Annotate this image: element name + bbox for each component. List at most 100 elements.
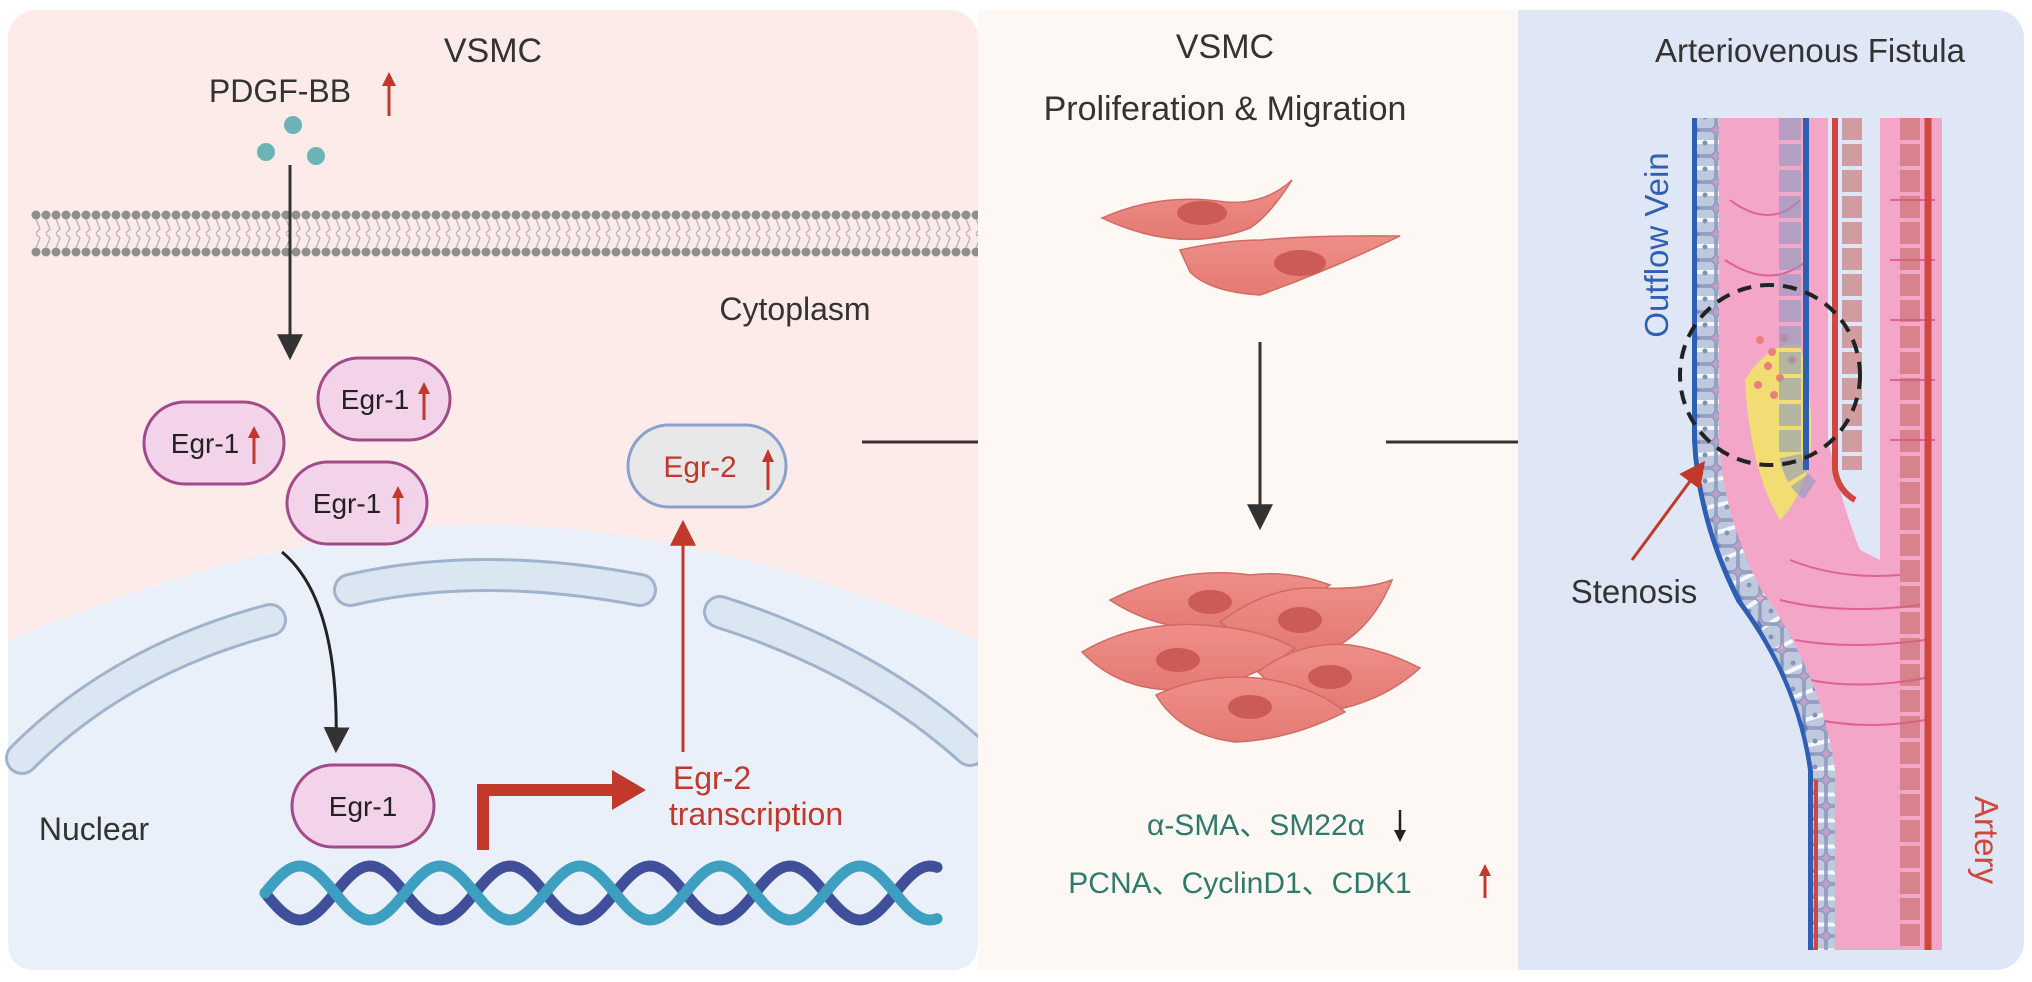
- lipid-head: [641, 210, 651, 220]
- lipid-head: [501, 247, 511, 257]
- lipid-tail: [705, 218, 711, 249]
- stenosis-arrow: [1630, 460, 1706, 561]
- lipid-head: [71, 247, 81, 257]
- lipid-head: [721, 210, 731, 220]
- lipid-head: [221, 247, 231, 257]
- lipid-head: [401, 210, 411, 220]
- up-arrow-icon: [1479, 864, 1491, 898]
- egr1-pill-middle: Egr-1: [285, 460, 429, 546]
- lipid-head: [681, 210, 691, 220]
- lipid-head: [701, 210, 711, 220]
- lipid-head: [561, 210, 571, 220]
- lipid-head: [921, 210, 931, 220]
- egr1-label: Egr-1: [341, 384, 409, 415]
- lipid-head: [101, 247, 111, 257]
- transcription-label-line1: Egr-2: [673, 760, 751, 796]
- lipid-head: [601, 210, 611, 220]
- lipid-head: [731, 210, 741, 220]
- lipid-tail: [215, 218, 221, 249]
- lipid-tail: [155, 218, 161, 249]
- lipid-head: [791, 210, 801, 220]
- lipid-head: [301, 247, 311, 257]
- lipid-head: [421, 247, 431, 257]
- lipid-tail: [355, 218, 361, 249]
- lipid-tail: [135, 218, 141, 249]
- lipid-tail: [405, 218, 411, 249]
- lipid-head: [871, 210, 881, 220]
- lipid-tail: [275, 218, 281, 249]
- lipid-head: [661, 210, 671, 220]
- lipid-head: [581, 247, 591, 257]
- lipid-head: [681, 247, 691, 257]
- lipid-tail: [385, 218, 391, 249]
- lipid-tail: [945, 218, 951, 249]
- ligand-molecules-icon: [257, 116, 325, 165]
- lipid-tail: [615, 218, 621, 249]
- lipid-head: [221, 210, 231, 220]
- ligand-label: PDGF-BB: [209, 73, 351, 109]
- lipid-tail: [265, 218, 271, 249]
- lipid-head: [671, 210, 681, 220]
- lipid-head: [801, 210, 811, 220]
- lipid-head: [731, 247, 741, 257]
- lipid-head: [921, 247, 931, 257]
- lipid-head: [211, 247, 221, 257]
- lipid-head: [431, 210, 441, 220]
- lipid-head: [891, 247, 901, 257]
- lipid-head: [391, 210, 401, 220]
- lipid-head: [321, 247, 331, 257]
- up-arrow-icon: [248, 426, 260, 464]
- lipid-tail: [955, 218, 961, 249]
- lipid-head: [371, 247, 381, 257]
- lipid-head: [831, 210, 841, 220]
- lipid-tail: [845, 218, 851, 249]
- outflow-vein-label: Outflow Vein: [1638, 152, 1675, 337]
- lipid-head: [331, 210, 341, 220]
- lipid-head: [31, 210, 41, 220]
- lipid-head: [121, 210, 131, 220]
- lipid-head: [351, 210, 361, 220]
- lipid-head: [431, 247, 441, 257]
- lipid-tail: [855, 218, 861, 249]
- lipid-head: [101, 210, 111, 220]
- middle-panel-title-line2: Proliferation & Migration: [1044, 90, 1407, 128]
- lipid-tail: [935, 218, 941, 249]
- middle-panel-bg: [978, 10, 1518, 970]
- lipid-tail: [685, 218, 691, 249]
- lipid-head: [481, 210, 491, 220]
- lipid-head: [511, 247, 521, 257]
- middle-panel-title-line1: VSMC: [1176, 28, 1274, 66]
- lipid-tail: [525, 218, 531, 249]
- vsmc-cells-proliferating: [1080, 572, 1422, 743]
- lipid-head: [951, 247, 961, 257]
- lipid-head: [201, 210, 211, 220]
- lipid-head: [441, 210, 451, 220]
- lipid-head: [241, 210, 251, 220]
- lipid-head: [541, 210, 551, 220]
- left-panel-title: VSMC: [444, 32, 542, 70]
- lipid-head: [291, 247, 301, 257]
- up-arrow-icon: [382, 72, 396, 116]
- egr2-label: Egr-2: [663, 451, 736, 484]
- lipid-tail: [805, 218, 811, 249]
- lipid-head: [761, 210, 771, 220]
- lipid-head: [771, 210, 781, 220]
- lipid-head: [701, 247, 711, 257]
- lipid-head: [621, 247, 631, 257]
- markers-down-label: α-SMA、SM22α: [1147, 809, 1365, 842]
- lipid-head: [61, 210, 71, 220]
- lipid-head: [411, 247, 421, 257]
- transcription-start-arrow: [477, 784, 620, 850]
- lipid-head: [361, 247, 371, 257]
- lipid-head: [411, 210, 421, 220]
- lipid-head: [741, 210, 751, 220]
- lipid-head: [201, 247, 211, 257]
- egr2-pill: Egr-2: [626, 423, 788, 509]
- lipid-head: [111, 210, 121, 220]
- lipid-head: [151, 247, 161, 257]
- lipid-head: [491, 247, 501, 257]
- lipid-head: [861, 210, 871, 220]
- lipid-head: [951, 210, 961, 220]
- lipid-tail: [755, 218, 761, 249]
- vsmc-cells-resting: [1100, 179, 1401, 296]
